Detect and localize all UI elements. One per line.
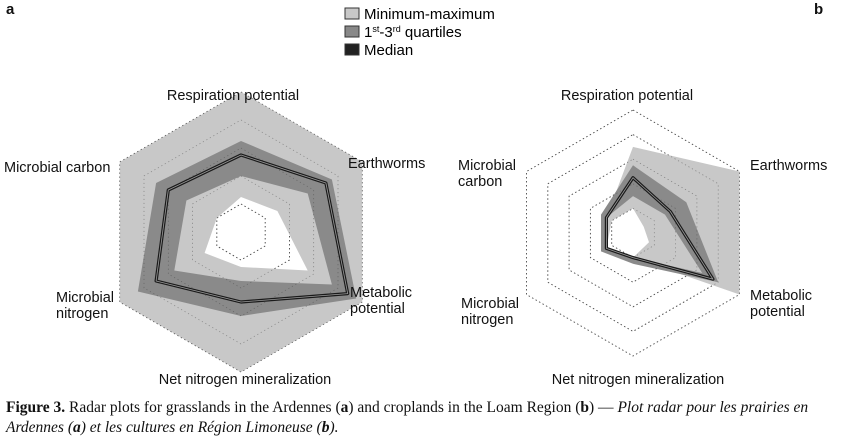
axis-label: Respiration potential [561,88,693,104]
grid-ring-overlay [568,158,698,308]
median-line-core [155,154,349,303]
grid-ring [216,203,266,261]
legend-swatch [344,25,360,38]
median-line-core [606,177,714,280]
legend-label: 1st-3rd quartiles [364,24,462,41]
grid-ring-overlay [143,119,339,345]
axis-label: Microbial carbon [4,160,110,176]
axis-label: Earthworms [750,158,827,174]
panel-letter-b: b [814,1,823,18]
quartile-band [137,141,357,316]
grid-ring-overlay [590,183,676,283]
axis-label: Net nitrogen mineralization [159,372,331,388]
radar-chart-a: Respiration potentialEarthwormsMetabolic… [4,88,425,388]
axis-label: Net nitrogen mineralization [552,372,724,388]
legend-swatch [344,43,360,56]
axis-label: Earthworms [348,156,425,172]
grid-ring-overlay [216,203,266,261]
legend-swatch [344,7,360,20]
panel-letter-a: a [6,1,15,18]
axis-label: Respiration potential [167,88,299,104]
grid-ring-overlay [526,109,740,357]
figure-caption: Figure 3. Radar plots for grasslands in … [6,399,809,436]
grid-ring-overlay [192,175,290,289]
legend-label: Minimum-maximum [364,6,495,23]
legend-label: Median [364,42,413,59]
radar-chart-b: Respiration potentialEarthwormsMetabolic… [458,88,827,388]
grid-ring-overlay [611,207,655,259]
quartile-band [601,165,719,283]
